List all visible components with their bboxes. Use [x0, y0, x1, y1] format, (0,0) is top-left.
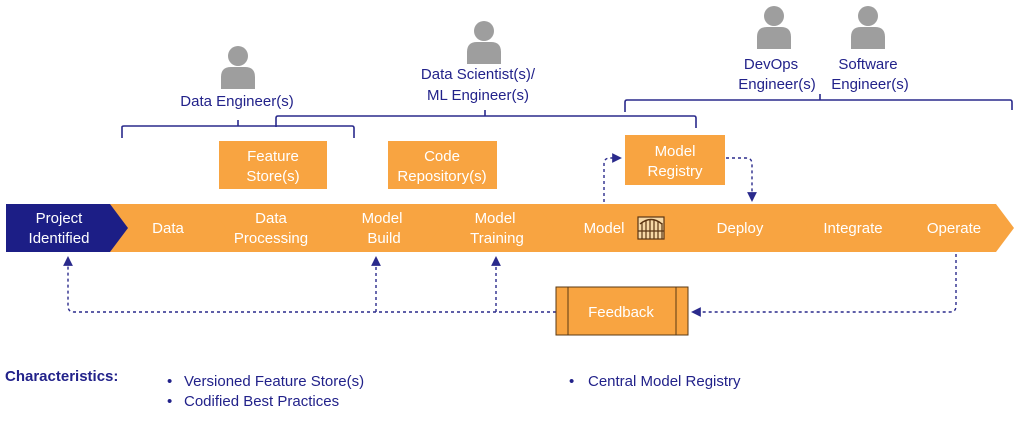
stage-model-training: Model Training	[422, 204, 556, 252]
bracket-data-engineer	[121, 120, 355, 138]
stage-data: Data	[110, 204, 228, 252]
bracket-data-scientist	[275, 110, 697, 128]
gate-icon	[637, 216, 665, 240]
arrow-feedback-to-project	[63, 256, 556, 313]
svg-text:Project: Project	[36, 210, 84, 227]
svg-text:Training: Training	[470, 230, 524, 247]
svg-text:Registry: Registry	[647, 163, 703, 180]
stage-project-identified: Project Identified	[6, 204, 130, 252]
arrow-model-to-registry	[603, 153, 622, 202]
role-devops-engineer: Engineer(s)	[738, 76, 816, 93]
svg-text:Model: Model	[655, 143, 696, 160]
role-software: Software	[838, 56, 897, 73]
role-data-scientist: Data Scientist(s)/	[421, 66, 536, 83]
person-icon	[221, 46, 255, 89]
role-ml-engineer: ML Engineer(s)	[427, 87, 529, 104]
svg-text:Repository(s): Repository(s)	[397, 168, 486, 185]
role-devops: DevOps	[744, 56, 798, 73]
stage-integrate: Integrate	[790, 204, 914, 252]
role-data-engineer: Data Engineer(s)	[180, 93, 293, 110]
characteristic-item: Versioned Feature Store(s)	[184, 373, 364, 390]
arrow-operate-to-feedback	[691, 254, 957, 317]
model-registry-box: Model Registry	[625, 135, 725, 185]
stage-operate: Operate	[894, 204, 1014, 252]
role-software-engineer: Engineer(s)	[831, 76, 909, 93]
arrow-registry-to-deploy	[726, 157, 757, 202]
svg-text:Data: Data	[255, 210, 287, 227]
svg-text:Integrate: Integrate	[823, 220, 882, 237]
svg-text:Build: Build	[367, 230, 400, 247]
svg-text:Data: Data	[152, 220, 184, 237]
person-icon	[851, 6, 885, 49]
bracket-devops-software	[624, 94, 1013, 112]
stage-model: Model	[536, 204, 686, 252]
bullet-icon: •	[569, 373, 574, 390]
svg-text:Model: Model	[475, 210, 516, 227]
svg-text:Store(s): Store(s)	[246, 168, 299, 185]
person-icon	[757, 6, 791, 49]
svg-text:Feedback: Feedback	[588, 304, 654, 321]
feature-store-box: Feature Store(s)	[219, 141, 327, 189]
characteristic-item: Central Model Registry	[588, 373, 741, 390]
characteristics-title: Characteristics:	[5, 368, 118, 385]
svg-text:Operate: Operate	[927, 220, 981, 237]
bullet-icon: •	[167, 393, 172, 410]
person-icon	[467, 21, 501, 64]
svg-text:Identified: Identified	[29, 230, 90, 247]
stage-model-build: Model Build	[316, 204, 442, 252]
svg-text:Feature: Feature	[247, 148, 299, 165]
svg-text:Deploy: Deploy	[717, 220, 764, 237]
code-repository-box: Code Repository(s)	[388, 141, 497, 189]
stage-data-processing: Data Processing	[208, 204, 336, 252]
feedback-box: Feedback	[555, 286, 689, 336]
svg-text:Code: Code	[424, 148, 460, 165]
bullet-icon: •	[167, 373, 172, 390]
stage-deploy: Deploy	[666, 204, 810, 252]
svg-text:Model: Model	[584, 220, 625, 237]
svg-text:Model: Model	[362, 210, 403, 227]
svg-text:Processing: Processing	[234, 230, 308, 247]
characteristic-item: Codified Best Practices	[184, 393, 339, 410]
